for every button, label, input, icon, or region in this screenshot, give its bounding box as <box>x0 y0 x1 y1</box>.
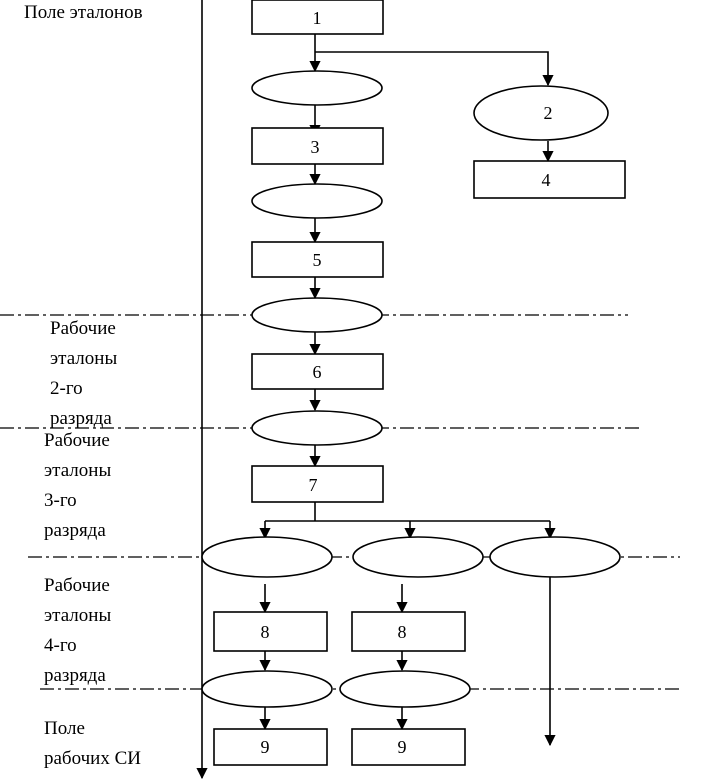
box-9b <box>351 728 466 766</box>
zone-label-standards-field: Поле эталонов <box>24 0 143 28</box>
zone-label-rank4: Рабочие эталоны 4-го разряда <box>44 571 111 691</box>
box-6-number: 6 <box>313 362 322 382</box>
zone-line: Рабочие <box>44 575 110 596</box>
box-8a-number: 8 <box>261 622 270 642</box>
zone-label-rank2: Рабочие эталоны 2-го разряда <box>50 314 117 434</box>
ellipse-7b <box>339 670 471 708</box>
box-3 <box>251 127 384 165</box>
ellipse-2 <box>473 85 609 141</box>
zone-line: разряда <box>44 665 106 686</box>
zone-line: Рабочие <box>50 318 116 339</box>
box-5 <box>251 241 384 278</box>
box-7-number: 7 <box>309 475 318 495</box>
zone-line: разряда <box>44 520 106 541</box>
box-8a <box>213 611 328 652</box>
box-8b-number: 8 <box>398 622 407 642</box>
zone-line: 2-го <box>50 378 83 399</box>
arrow-1-to-2 <box>315 51 554 87</box>
box-3-number: 3 <box>311 137 320 157</box>
box-9b-number: 9 <box>398 737 407 757</box>
box-9a-number: 9 <box>261 737 270 757</box>
zone-line: Рабочие <box>44 430 110 451</box>
zone-line: эталоны <box>44 605 112 626</box>
zone-line: эталоны <box>44 460 112 481</box>
box-1-number: 1 <box>313 8 322 28</box>
box-4 <box>473 160 626 199</box>
ellipse-4 <box>251 297 383 333</box>
zone-label-working-field: Поле рабочих СИ <box>44 714 141 774</box>
ellipse-7a <box>201 670 333 708</box>
ellipse-5 <box>251 410 383 446</box>
zone-line: Поле эталонов <box>24 2 143 23</box>
zone-line: Поле <box>44 718 85 739</box>
box-9a <box>213 728 328 766</box>
box-1 <box>251 0 384 35</box>
ellipse-6a <box>201 536 333 578</box>
box-4-number: 4 <box>542 170 551 190</box>
ellipse-6b <box>352 536 484 578</box>
box-6 <box>251 353 384 390</box>
zone-line: разряда <box>50 408 112 429</box>
ellipse-3 <box>251 183 383 219</box>
zone-line: 4-го <box>44 635 77 656</box>
box-7 <box>251 465 384 503</box>
box-5-number: 5 <box>313 250 322 270</box>
zone-line: рабочих СИ <box>44 748 141 769</box>
zone-label-rank3: Рабочие эталоны 3-го разряда <box>44 426 111 546</box>
box-8b <box>351 611 466 652</box>
zone-line: 3-го <box>44 490 77 511</box>
ellipse-6c <box>489 536 621 578</box>
zone-line: эталоны <box>50 348 118 369</box>
ellipse-2-number: 2 <box>544 103 553 123</box>
ellipse-1 <box>251 70 383 106</box>
